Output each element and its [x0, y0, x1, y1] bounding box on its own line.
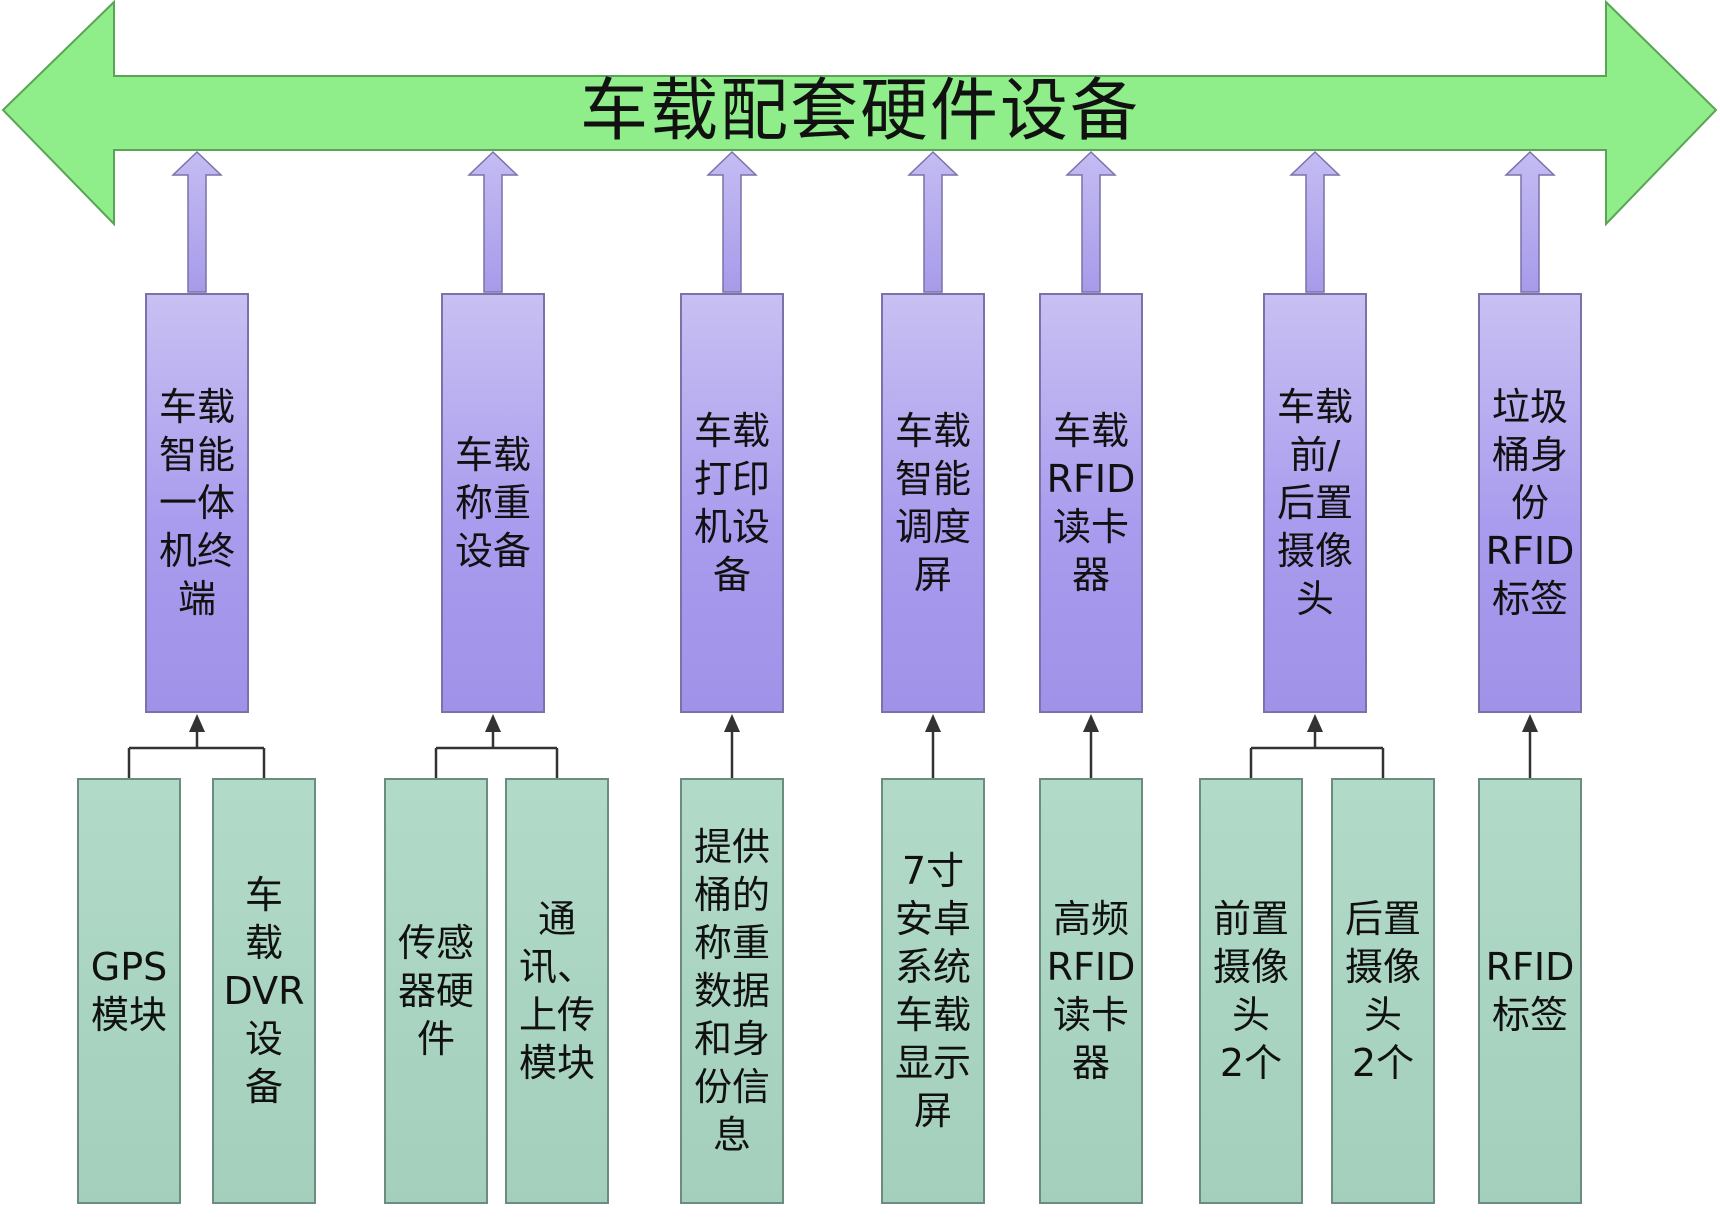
module-box-7: 垃圾 桶身 份 RFID 标签	[1478, 293, 1582, 713]
module-box-5-label: 车载 RFID 读卡 器	[1046, 409, 1136, 597]
module-box-3-label: 车载 打印 机设 备	[693, 409, 770, 597]
component-box-4-1-label: 7寸 安卓 系统 车载 显示 屏	[894, 849, 971, 1133]
module-box-4: 车载 智能 调度 屏	[881, 293, 985, 713]
module-up-arrow-4	[907, 150, 959, 293]
component-box-1-2-label: 车 载 DVR 设 备	[223, 873, 305, 1109]
component-box-2-1: 传感 器硬 件	[384, 778, 488, 1204]
connector-arrowhead-5	[1083, 714, 1099, 732]
connector-arrowhead-2	[485, 714, 501, 732]
component-box-3-1-label: 提供 桶的 称重 数据 和身 份信 息	[693, 825, 770, 1157]
module-up-arrow-5	[1065, 150, 1117, 293]
module-box-2-label: 车载 称重 设备	[454, 433, 531, 573]
component-box-1-1-label: GPS 模块	[90, 945, 168, 1037]
module-box-3: 车载 打印 机设 备	[680, 293, 784, 713]
component-box-4-1: 7寸 安卓 系统 车载 显示 屏	[881, 778, 985, 1204]
component-box-7-1: RFID 标签	[1478, 778, 1582, 1204]
component-box-1-2: 车 载 DVR 设 备	[212, 778, 316, 1204]
connector-arrowhead-1	[189, 714, 205, 732]
banner-double-arrow	[1, 0, 1718, 227]
module-up-arrow-7	[1504, 150, 1556, 293]
component-box-6-1: 前置 摄像 头 2个	[1199, 778, 1303, 1204]
connector-arrowhead-3	[724, 714, 740, 732]
component-box-2-2: 通 讯、 上传 模块	[505, 778, 609, 1204]
module-up-arrow-3	[706, 150, 758, 293]
component-box-6-2-label: 后置 摄像 头 2个	[1344, 897, 1421, 1085]
module-box-2: 车载 称重 设备	[441, 293, 545, 713]
component-box-7-1-label: RFID 标签	[1485, 945, 1575, 1037]
component-box-5-1: 高频 RFID 读卡 器	[1039, 778, 1143, 1204]
connector-arrowhead-7	[1522, 714, 1538, 732]
connector-arrowhead-6	[1307, 714, 1323, 732]
module-box-1-label: 车载 智能 一体 机终 端	[158, 385, 235, 621]
module-box-6-label: 车载 前/ 后置 摄像 头	[1276, 385, 1353, 621]
module-box-1: 车载 智能 一体 机终 端	[145, 293, 249, 713]
component-box-6-1-label: 前置 摄像 头 2个	[1212, 897, 1289, 1085]
module-up-arrow-6	[1289, 150, 1341, 293]
component-box-5-1-label: 高频 RFID 读卡 器	[1046, 897, 1136, 1085]
component-box-3-1: 提供 桶的 称重 数据 和身 份信 息	[680, 778, 784, 1204]
module-up-arrow-1	[171, 150, 223, 293]
module-box-7-label: 垃圾 桶身 份 RFID 标签	[1485, 385, 1575, 621]
component-box-1-1: GPS 模块	[77, 778, 181, 1204]
component-box-2-1-label: 传感 器硬 件	[397, 921, 474, 1061]
module-box-5: 车载 RFID 读卡 器	[1039, 293, 1143, 713]
component-box-6-2: 后置 摄像 头 2个	[1331, 778, 1435, 1204]
connector-arrowhead-4	[925, 714, 941, 732]
module-box-6: 车载 前/ 后置 摄像 头	[1263, 293, 1367, 713]
component-box-2-2-label: 通 讯、 上传 模块	[518, 897, 595, 1085]
module-box-4-label: 车载 智能 调度 屏	[894, 409, 971, 597]
module-up-arrow-2	[467, 150, 519, 293]
diagram-title: 车载配套硬件设备	[579, 72, 1140, 151]
